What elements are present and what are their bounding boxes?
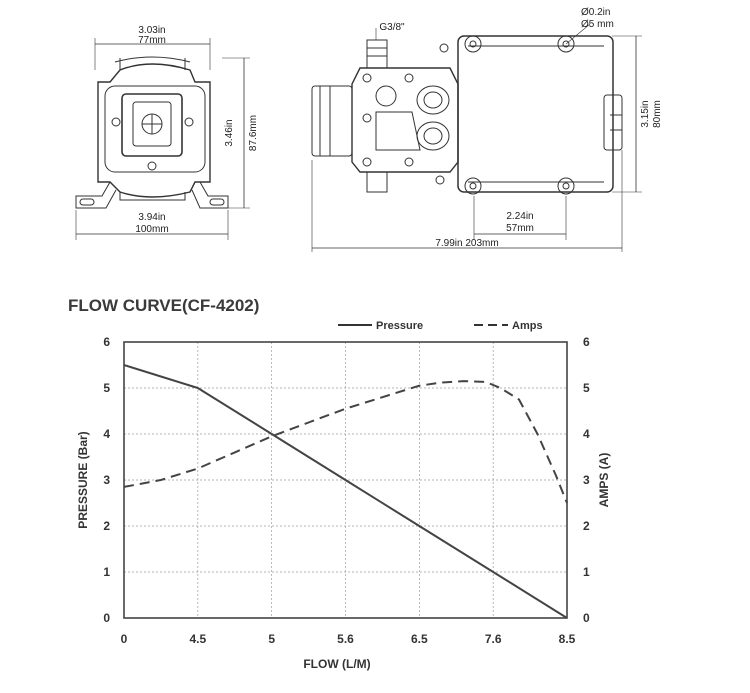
y-tick-label-left: 2 [103,519,110,533]
series-line-amps [123,380,568,504]
x-tick-label: 4.5 [189,632,206,646]
chart-title: FLOW CURVE(CF-4202) [68,296,259,315]
side-hole-in: Ø0.2in [581,7,610,18]
legend-pressure-label: Pressure [376,320,423,332]
y-tick-label-left: 3 [103,473,110,487]
y-tick-label-left: 6 [103,335,110,349]
legend-amps-label: Amps [512,320,543,332]
side-height-in: 3.15in [640,100,651,127]
y-axis-label-right: AMPS (A) [597,453,611,508]
x-tick-label: 5 [268,632,275,646]
y-tick-label-right: 2 [583,519,590,533]
side-mount-in: 2.24in [506,211,533,222]
y-tick-label-right: 4 [583,427,590,441]
side-view-drawing [311,23,642,252]
y-tick-label-right: 3 [583,473,590,487]
front-width-base-mm: 100mm [135,224,168,235]
y-tick-label-right: 1 [583,565,590,579]
side-length-label: 7.99in 203mm [435,238,498,249]
front-height-mm: 87.6mm [248,115,259,151]
x-tick-label: 6.5 [411,632,428,646]
x-tick-label: 7.6 [485,632,502,646]
y-tick-label-left: 4 [103,427,110,441]
front-width-top-mm: 77mm [138,35,166,46]
front-width-base-in: 3.94in [138,212,165,223]
series-line-pressure [123,364,568,619]
front-width-top-in: 3.03in [138,25,165,36]
legend: Pressure Amps [338,320,543,332]
side-hole-mm: Ø5 mm [581,19,614,30]
y-tick-label-left: 0 [103,611,110,625]
pump-dimension-drawings: 3.03in 77mm 3.46in 87.6mm 3.94in 100mm [75,7,663,252]
plot-area: 0 1 2 3 4 5 6 0 1 2 3 4 5 6 0 4.5 5 5.6 6.5 7.6 8.5 [103,335,590,646]
x-tick-label: 8.5 [559,632,576,646]
x-tick-label: 0 [121,632,128,646]
plot-frame [123,341,568,619]
x-axis-label: FLOW (L/M) [303,657,370,671]
y-tick-label-left: 1 [103,565,110,579]
x-tick-label: 5.6 [337,632,354,646]
front-height-in: 3.46in [224,119,235,146]
y-tick-label-left: 5 [103,381,110,395]
side-port-label: G3/8" [379,22,405,33]
front-view-drawing [75,38,250,240]
y-tick-label-right: 5 [583,381,590,395]
y-tick-label-right: 6 [583,335,590,349]
y-axis-label-left: PRESSURE (Bar) [76,431,90,528]
side-mount-mm: 57mm [506,223,534,234]
side-height-mm: 80mm [652,100,663,128]
y-tick-label-right: 0 [583,611,590,625]
